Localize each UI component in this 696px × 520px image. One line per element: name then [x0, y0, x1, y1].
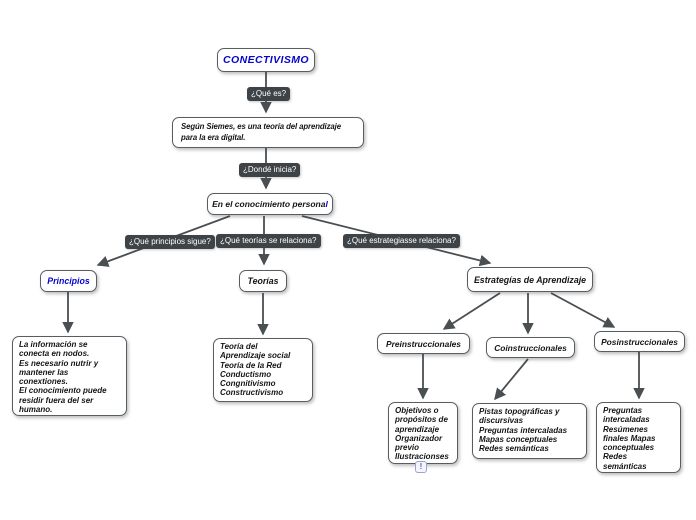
node-posinstruccionales-detail[interactable]: Preguntas intercaladas Resúmenes finales… [596, 402, 681, 473]
connector-label-donde-inicia[interactable]: ¿Dondé inicia? [239, 163, 301, 177]
node-principios[interactable]: Principios [40, 270, 97, 292]
node-preinstruccionales[interactable]: Preinstruccionales [377, 333, 470, 354]
note-icon[interactable]: ! [415, 461, 427, 473]
connector-label-que-es[interactable]: ¿Qué es? [247, 87, 291, 101]
node-conocimiento-text-accent: l [325, 199, 328, 209]
connector-estrategias-pre [442, 292, 501, 330]
connector-estrategias-pos [550, 292, 616, 328]
connector-label-que-estrategias[interactable]: ¿Qué estrategiasse relaciona? [343, 234, 460, 248]
connector-co-detail [494, 358, 529, 401]
node-conocimiento-text: En el conocimiento persona [212, 199, 326, 209]
node-conectivismo[interactable]: CONECTIVISMO [217, 48, 315, 72]
node-teorias-detail[interactable]: Teoría del Aprendizaje social Teoría de … [213, 338, 313, 402]
node-teorias[interactable]: Teorías [239, 270, 287, 292]
node-posinstruccionales[interactable]: Posinstruccionales [594, 331, 685, 352]
node-preinstruccionales-detail[interactable]: Objetivos o propósitos de aprendizaje Or… [388, 402, 458, 464]
node-definition[interactable]: Según Siemes, es una teoría del aprendiz… [172, 117, 364, 148]
node-coinstruccionales[interactable]: Coinstruccionales [486, 337, 575, 358]
node-estrategias-aprendizaje[interactable]: Estrategías de Aprendizaje [467, 267, 593, 292]
connector-label-que-teorias[interactable]: ¿Qué teorías se relaciona? [216, 234, 321, 248]
node-principios-detail[interactable]: La información se conecta en nodos. Es n… [12, 336, 127, 416]
connector-label-que-principios[interactable]: ¿Qué principios sigue? [125, 235, 215, 249]
node-coinstruccionales-detail[interactable]: Pistas topográficas y discursivas Pregun… [472, 403, 587, 459]
